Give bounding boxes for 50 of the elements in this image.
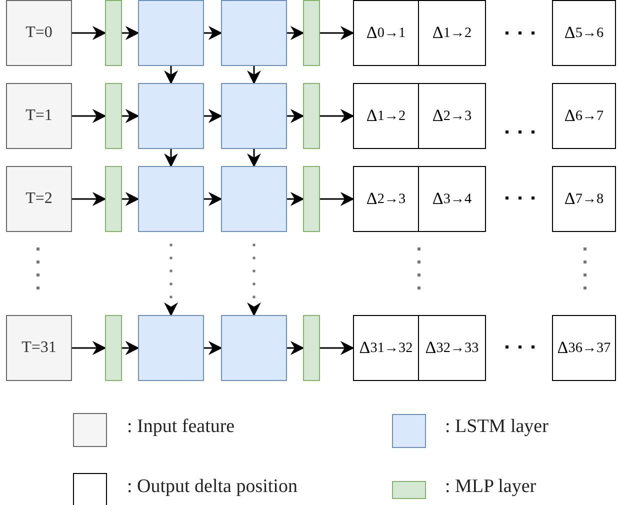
arrow <box>204 109 222 123</box>
mlp-layer-bar <box>105 0 122 66</box>
legend-label: : MLP layer <box>445 476 536 498</box>
mlp-layer-bar <box>303 166 320 232</box>
arrow <box>247 66 261 84</box>
arrow <box>122 26 140 40</box>
arrow <box>320 192 354 206</box>
dotted-arrow <box>247 244 261 316</box>
arrow <box>122 109 140 123</box>
arrow <box>287 26 304 40</box>
arrow <box>287 341 304 355</box>
arrow <box>72 26 106 40</box>
mlp-layer-bar <box>105 315 122 381</box>
arrow <box>122 341 140 355</box>
arrow <box>122 192 140 206</box>
arrow <box>204 192 222 206</box>
legend-label: : LSTM layer <box>445 416 548 438</box>
mlp-layer-bar <box>303 315 320 381</box>
lstm-layer-box <box>138 315 204 381</box>
legend-label: : Input feature <box>127 416 235 438</box>
input-box: T=2 <box>6 166 72 232</box>
input-box: T=1 <box>6 83 72 149</box>
lstm-layer-box <box>138 83 204 149</box>
arrow <box>204 26 222 40</box>
lstm-layer-box <box>221 166 287 232</box>
lstm-layer-box <box>221 83 287 149</box>
arrow <box>72 109 106 123</box>
arrow <box>247 149 261 168</box>
arrow <box>72 341 106 355</box>
arrow <box>164 66 178 84</box>
arrow <box>72 192 106 206</box>
legend-label: : Output delta position <box>127 476 298 498</box>
arrow <box>164 149 178 168</box>
lstm-layer-box <box>221 315 287 381</box>
arrow <box>320 341 354 355</box>
lstm-layer-box <box>138 0 204 66</box>
mlp-layer-bar <box>105 83 122 149</box>
lstm-layer-box <box>138 166 204 232</box>
arrow <box>320 109 354 123</box>
arrow <box>287 192 304 206</box>
lstm-layer-box <box>221 0 287 66</box>
input-box: T=0 <box>6 0 72 66</box>
arrow <box>204 341 222 355</box>
arrow <box>320 26 354 40</box>
mlp-layer-bar <box>303 0 320 66</box>
input-box: T=31 <box>6 315 72 381</box>
mlp-layer-bar <box>303 83 320 149</box>
dotted-arrow <box>164 244 178 316</box>
arrow <box>287 109 304 123</box>
mlp-layer-bar <box>105 166 122 232</box>
